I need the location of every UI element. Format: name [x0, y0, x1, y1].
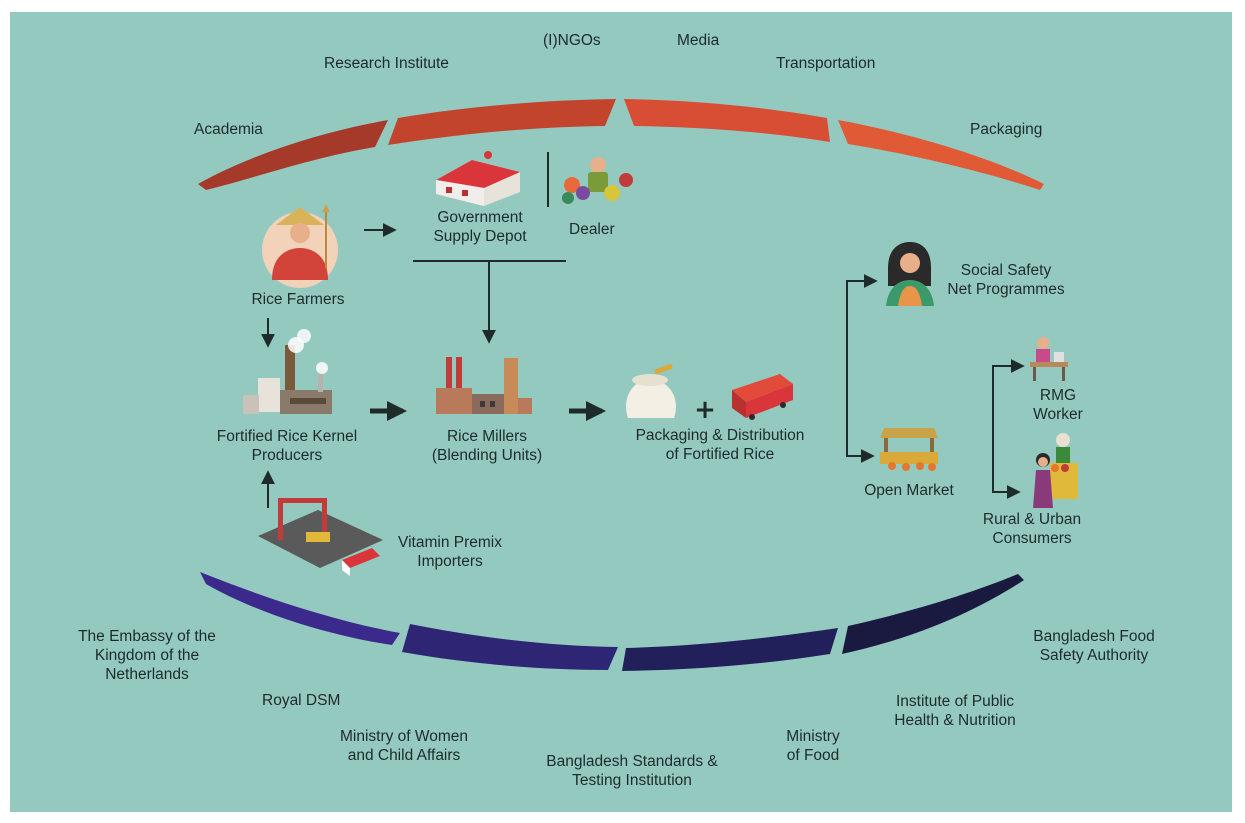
arrow-to-rmg-worker: [992, 359, 1025, 420]
arrow-to-consumers: [992, 420, 1021, 499]
iphn-line-2: Health & Nutrition: [894, 712, 1016, 729]
depot-line-1: Government: [437, 209, 523, 226]
label-royal-dsm: Royal DSM: [262, 692, 341, 709]
top-stakeholder-arc: [198, 99, 1044, 190]
factory-icon: [243, 329, 332, 414]
iphn-line-1: Institute of Public: [895, 693, 1015, 710]
top-arc-segment-3: [624, 99, 830, 142]
label-embassy: The Embassy of the Kingdom of the Nether…: [78, 627, 216, 684]
plus-sign: +: [694, 395, 716, 425]
consumers-line-2: Consumers: [992, 530, 1072, 547]
top-arc-segment-2: [388, 99, 616, 145]
arrow-to-social-safety: [846, 274, 878, 456]
bfsa-line-2: Safety Authority: [1039, 647, 1149, 664]
embassy-line-1: The Embassy of the: [78, 628, 216, 645]
bottom-arc-segment-3: [622, 628, 838, 671]
frk-line-2: Producers: [251, 447, 323, 464]
shop-consumer-icon: [1033, 433, 1078, 508]
label-ingos: (I)NGOs: [543, 32, 601, 49]
importers-line-1: Vitamin Premix: [398, 534, 502, 551]
bottom-arc-segment-2: [402, 624, 618, 670]
label-packaging: Packaging: [970, 121, 1043, 138]
rmg-line-1: RMG: [1039, 387, 1077, 404]
flow-connectors: [261, 152, 1025, 508]
importers-line-2: Importers: [417, 553, 483, 570]
depot-icon: [436, 151, 520, 206]
label-ministry-food: Ministry of Food: [786, 727, 839, 765]
embassy-line-2: Kingdom of the: [94, 647, 200, 664]
diagram-background: [10, 12, 1232, 812]
port-icon: [258, 498, 383, 576]
label-research-institute: Research Institute: [324, 55, 449, 72]
label-consumers: Rural & Urban Consumers: [983, 510, 1081, 548]
market-stall-icon: [880, 428, 938, 471]
depot-line-2: Supply Depot: [433, 228, 527, 245]
label-rmg-worker: RMG Worker: [1033, 386, 1083, 424]
frk-line-1: Fortified Rice Kernel: [216, 428, 358, 445]
bottom-stakeholder-arc: [200, 572, 1024, 671]
label-packaging-distribution: Packaging & Distribution of Fortified Ri…: [636, 426, 805, 464]
truck-icon: [732, 374, 793, 420]
mill-icon: [436, 357, 532, 414]
label-dealer: Dealer: [569, 221, 615, 238]
label-transportation: Transportation: [776, 55, 876, 72]
pkg-line-2: of Fortified Rice: [665, 446, 775, 463]
rmg-line-2: Worker: [1033, 406, 1083, 423]
label-social-safety: Social Safety Net Programmes: [947, 261, 1064, 299]
rice-sack-icon: [626, 363, 676, 418]
arrow-to-open-market: [846, 420, 875, 463]
farmer-icon: [262, 204, 338, 288]
sewing-worker-icon: [1030, 337, 1068, 381]
safety-line-2: Net Programmes: [947, 281, 1065, 298]
label-vitamin-premix-importers: Vitamin Premix Importers: [398, 533, 502, 571]
mowca-line-1: Ministry of Women: [339, 728, 469, 745]
millers-line-1: Rice Millers: [446, 428, 528, 445]
bsti-line-1: Bangladesh Standards &: [546, 753, 718, 770]
safety-line-1: Social Safety: [960, 262, 1052, 279]
mof-line-2: of Food: [786, 747, 840, 764]
top-arc-segment-1: [198, 120, 388, 190]
top-arc-segment-4: [838, 120, 1044, 190]
bottom-arc-segment-1: [200, 572, 400, 645]
consumers-line-1: Rural & Urban: [982, 511, 1082, 528]
pkg-line-1: Packaging & Distribution: [635, 427, 805, 444]
label-frk-producers: Fortified Rice Kernel Producers: [217, 427, 357, 465]
woman-icon: [886, 242, 934, 306]
embassy-line-3: Netherlands: [105, 666, 189, 683]
millers-line-2: (Blending Units): [431, 447, 543, 464]
label-iphn: Institute of Public Health & Nutrition: [894, 692, 1015, 730]
label-academia: Academia: [194, 121, 263, 138]
label-rice-millers: Rice Millers (Blending Units): [432, 427, 542, 465]
label-government-supply-depot: Government Supply Depot: [433, 208, 526, 246]
bfsa-line-1: Bangladesh Food: [1033, 628, 1155, 645]
label-bfsa: Bangladesh Food Safety Authority: [1033, 627, 1155, 665]
bsti-line-2: Testing Institution: [572, 772, 692, 789]
mowca-line-2: and Child Affairs: [347, 747, 461, 764]
label-open-market: Open Market: [864, 482, 954, 499]
label-media: Media: [677, 32, 720, 49]
label-ministry-women: Ministry of Women and Child Affairs: [340, 727, 468, 765]
label-rice-farmers: Rice Farmers: [251, 291, 345, 308]
mof-line-1: Ministry: [786, 728, 840, 745]
bottom-arc-segment-4: [842, 574, 1024, 654]
label-bsti: Bangladesh Standards & Testing Instituti…: [546, 752, 717, 790]
dealer-icon: [562, 157, 633, 204]
